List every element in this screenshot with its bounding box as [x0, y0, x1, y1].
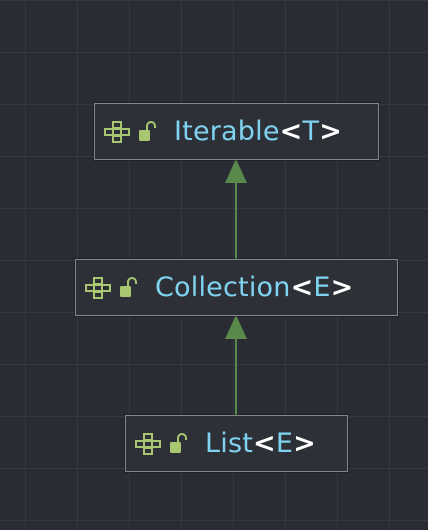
generic-close-bracket: > [293, 428, 316, 459]
edge-list-extends-collection [225, 315, 247, 415]
node-icons [85, 276, 137, 299]
interface-icon [135, 432, 161, 455]
edge-collection-extends-iterable [225, 159, 247, 259]
node-list[interactable]: List<E> [125, 415, 348, 472]
class-name: Collection [155, 272, 291, 303]
class-name: List [205, 428, 253, 459]
type-parameter: E [313, 272, 331, 303]
unlocked-public-icon [139, 120, 156, 141]
class-label: Collection<E> [155, 274, 353, 301]
node-icons [104, 120, 156, 143]
node-collection[interactable]: Collection<E> [75, 259, 398, 316]
node-iterable[interactable]: Iterable<T> [94, 103, 379, 160]
generic-open-bracket: < [279, 116, 303, 147]
generic-close-bracket: > [330, 272, 354, 303]
generic-close-bracket: > [319, 116, 343, 147]
node-icons [135, 432, 187, 455]
type-parameter: T [302, 116, 320, 147]
class-label: List<E> [205, 430, 316, 457]
unlocked-public-icon [170, 432, 187, 453]
interface-icon [85, 276, 111, 299]
type-parameter: E [275, 428, 294, 459]
class-name: Iterable [174, 116, 280, 147]
class-label: Iterable<T> [174, 118, 342, 145]
unlocked-public-icon [120, 276, 137, 297]
generic-open-bracket: < [290, 272, 314, 303]
generic-open-bracket: < [253, 428, 276, 459]
arrowhead-icon [225, 159, 247, 183]
interface-icon [104, 120, 130, 143]
arrowhead-icon [225, 315, 247, 339]
